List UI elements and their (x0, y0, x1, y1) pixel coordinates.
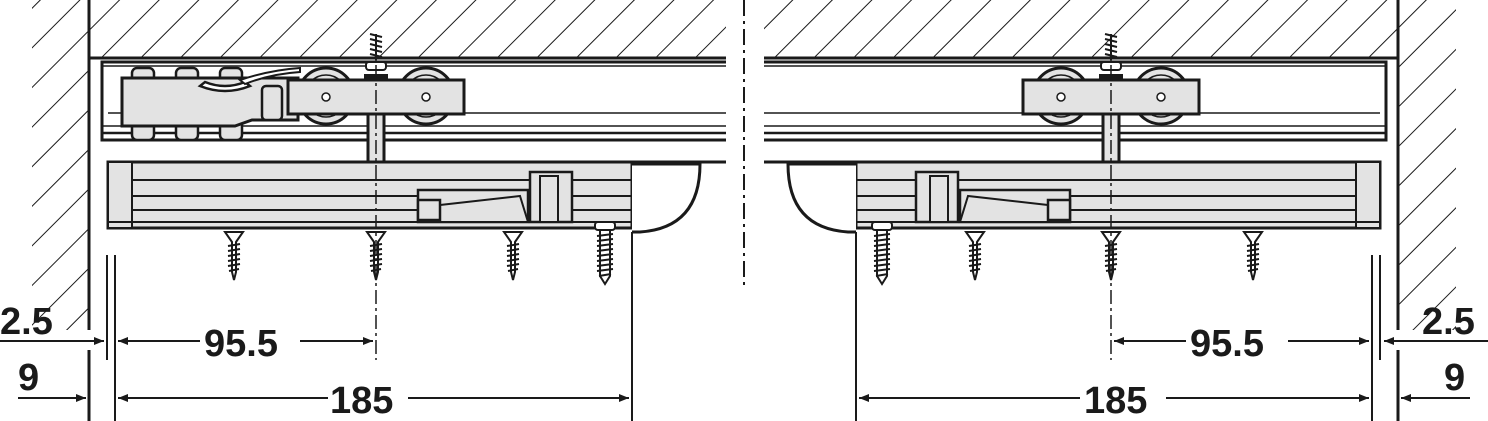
right-end-view (764, 0, 1488, 421)
right-dim-wall-offset: 9 (1444, 357, 1465, 399)
left-screw-1 (224, 231, 244, 281)
left-ceiling-hatch (90, 0, 726, 58)
left-dim-damper-length: 185 (330, 380, 393, 421)
left-end-view (0, 0, 726, 421)
right-dim-wall-gap: 2.5 (1422, 301, 1475, 343)
right-dim-damper-length: 185 (1084, 380, 1147, 421)
right-ceiling-hatch (764, 0, 1398, 58)
left-dim-wall-gap: 2.5 (0, 301, 53, 343)
right-dim-carriage-axis: 95.5 (1190, 323, 1264, 365)
left-track-profile (100, 60, 726, 142)
left-wall-hatch (32, 0, 90, 330)
left-dimensions (0, 232, 633, 421)
right-dimensions (855, 232, 1488, 421)
left-dim-wall-offset: 9 (18, 357, 39, 399)
left-dim-carriage-axis: 95.5 (204, 323, 278, 365)
left-damper-profile (106, 160, 726, 234)
right-screw-1 (871, 221, 893, 285)
right-wall-hatch (1398, 0, 1456, 330)
right-damper-profile (764, 160, 1382, 234)
left-stopper (120, 66, 301, 142)
right-screw-2 (965, 231, 985, 281)
left-screw-3 (503, 231, 523, 281)
left-screw-4 (594, 221, 616, 285)
right-screw-4 (1243, 231, 1263, 281)
